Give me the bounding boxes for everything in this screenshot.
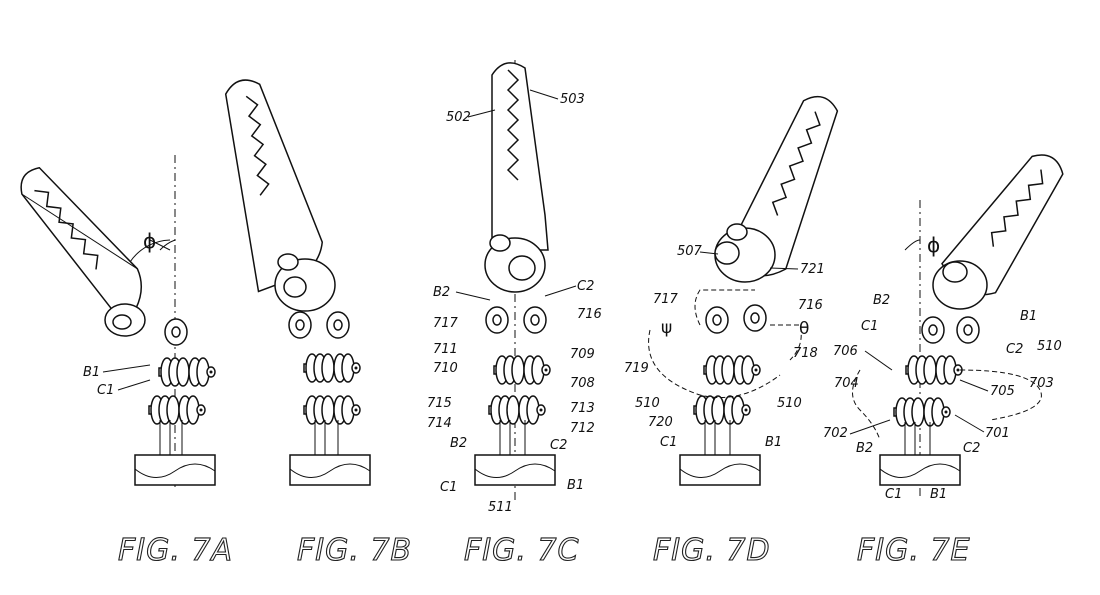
phi-label: ϕ <box>143 229 156 253</box>
label-703: 703 <box>1029 376 1054 391</box>
figure-7d: 507 721 717 716 ψ θ 719 718 510 510 720 … <box>624 95 839 569</box>
label-702: 702 <box>823 426 848 441</box>
psi-label: ψ <box>661 318 672 338</box>
label-510-right: 510 <box>777 396 802 411</box>
label-b1: B1 <box>567 478 584 493</box>
label-b2-lower: B2 <box>856 441 873 456</box>
label-c1: C1 <box>440 480 457 495</box>
label-c1: C1 <box>660 435 677 450</box>
label-714: 714 <box>427 416 452 431</box>
figure-7e: ϕ B2 B1 C1 C2 510 706 705 703 704 702 70… <box>823 154 1064 569</box>
label-709: 709 <box>570 347 595 362</box>
label-c1-upper: C1 <box>861 319 878 334</box>
label-510-left: 510 <box>635 396 660 411</box>
figure-7a: ϕ B1 C1 FIG. 7A <box>20 155 233 569</box>
label-719: 719 <box>624 361 649 376</box>
label-716: 716 <box>577 307 602 322</box>
label-c1-lower: C1 <box>885 487 902 502</box>
label-715: 715 <box>427 396 452 411</box>
label-c2-lower: C2 <box>550 438 567 453</box>
label-704: 704 <box>834 376 859 391</box>
label-718: 718 <box>793 346 818 361</box>
label-701: 701 <box>985 426 1010 441</box>
label-c2-upper: C2 <box>1006 342 1023 357</box>
label-716: 716 <box>798 298 823 313</box>
jaw-assembly <box>20 166 143 314</box>
label-b1-upper: B1 <box>1020 309 1037 324</box>
label-708: 708 <box>570 376 595 391</box>
label-510: 510 <box>1037 339 1062 354</box>
label-721: 721 <box>800 262 825 277</box>
label-711: 711 <box>433 342 458 357</box>
label-c2-lower: C2 <box>963 441 980 456</box>
label-c1: C1 <box>97 383 114 398</box>
label-706: 706 <box>833 344 858 359</box>
label-713: 713 <box>570 401 595 416</box>
label-705: 705 <box>990 384 1015 399</box>
caption-7a: FIG. 7A <box>118 533 233 568</box>
label-b1: B1 <box>765 435 782 450</box>
caption-7b: FIG. 7B <box>297 533 412 568</box>
caption-7d: FIG. 7D <box>653 533 771 568</box>
figure-7c: 502 503 B2 C2 717 716 711 709 710 708 71… <box>427 60 602 569</box>
label-b2-upper: B2 <box>873 293 890 308</box>
label-710: 710 <box>433 361 458 376</box>
label-b2: B2 <box>433 285 450 300</box>
label-502: 502 <box>446 110 471 125</box>
label-720: 720 <box>648 415 673 430</box>
figure-7b: FIG. 7B <box>224 79 412 569</box>
caption-7c: FIG. 7C <box>464 533 579 568</box>
label-712: 712 <box>570 421 595 436</box>
label-b1: B1 <box>83 365 100 380</box>
caption-7e: FIG. 7E <box>857 533 970 568</box>
label-c2: C2 <box>577 279 594 294</box>
label-b2-lower: B2 <box>450 436 467 451</box>
label-511: 511 <box>488 500 513 515</box>
label-717: 717 <box>653 292 679 307</box>
phi-label: ϕ <box>927 233 940 257</box>
label-503: 503 <box>560 92 585 107</box>
theta-label: θ <box>799 319 809 339</box>
label-b1-lower: B1 <box>930 487 947 502</box>
label-507: 507 <box>677 244 703 259</box>
label-717: 717 <box>433 316 459 331</box>
